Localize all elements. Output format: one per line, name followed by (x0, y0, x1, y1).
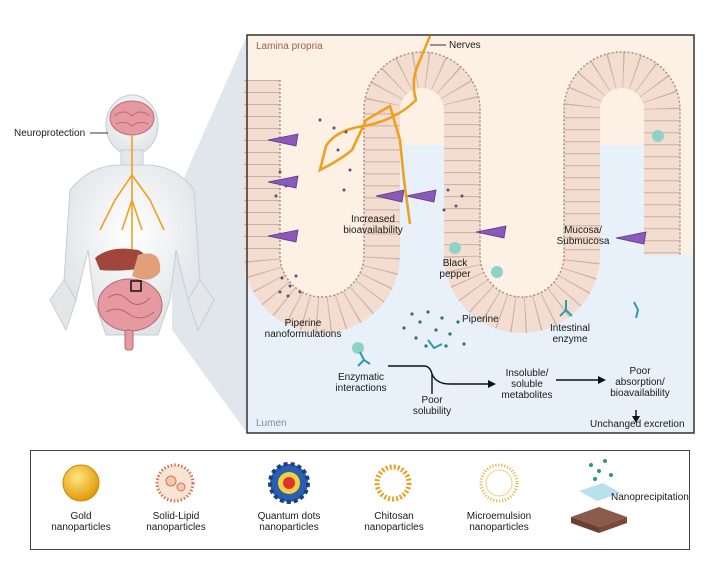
poor-solubility-label: Poor solubility (412, 395, 452, 417)
increased-bioavailability-label: Increased bioavailability (343, 214, 403, 236)
legend-icons (62, 459, 627, 533)
intestinal-enzyme-label: Intestinal enzyme (549, 323, 591, 345)
piperine-label: Piperine (462, 314, 499, 325)
nanoformulation-particles (274, 118, 464, 298)
legend-chitosan-label: Chitosan nanoparticles (364, 511, 424, 533)
arrowheads (488, 376, 640, 423)
gold-nanoparticle-icon (62, 464, 100, 502)
unchanged-excretion-label: Unchanged excretion (590, 419, 685, 430)
piperine-particles (402, 310, 466, 348)
zoom-projection (172, 35, 247, 433)
zoom-marker (130, 280, 142, 292)
poor-absorption-label: Poor absorption/ bioavailability (610, 366, 670, 399)
intestinal-enzyme-icon (357, 300, 640, 367)
solid-lipid-nanoparticle-icon (155, 463, 195, 503)
legend-microemulsion-label: Microemulsion nanoparticles (466, 511, 532, 533)
black-pepper-icon (352, 130, 664, 354)
microemulsion-nanoparticle-icon (479, 463, 519, 503)
legend-nanoprecipitation-label: Nanoprecipitation (611, 492, 689, 503)
nanoparticle-legend: Gold nanoparticles Solid-Lipid nanoparti… (30, 450, 690, 550)
nanoprecipitation-icon (571, 459, 627, 533)
lumen-label: Lumen (256, 418, 287, 429)
enzymatic-interactions-label: Enzymatic interactions (335, 372, 387, 394)
neuroprotection-label: Neuroprotection (14, 128, 86, 139)
liver-icon (95, 248, 146, 271)
chitosan-nanoparticle-icon (374, 464, 412, 502)
legend-gold-label: Gold nanoparticles (51, 511, 111, 533)
process-arrows (388, 365, 637, 418)
lamina-propria-label: Lamina propria (256, 41, 323, 52)
legend-solid-lipid-label: Solid-Lipid nanoparticles (146, 511, 206, 533)
black-pepper-label: Black pepper (439, 258, 471, 280)
zoom-panel (244, 34, 695, 434)
intestine-icon (97, 278, 163, 351)
stomach-icon (132, 253, 161, 280)
quantum-dot-icon (268, 462, 310, 504)
brain-icon (109, 100, 155, 136)
nerves-label: Nerves (449, 40, 481, 51)
metabolites-label: Insoluble/ soluble metabolites (501, 368, 553, 401)
spinal-nerves (99, 135, 165, 250)
legend-quantum-dots-label: Quantum dots nanoparticles (257, 511, 321, 533)
nerve-fiber (318, 35, 432, 225)
mucosa-label: Mucosa/ Submucosa (556, 225, 610, 247)
piperine-nanoformulations-label: Piperine nanoformulations (264, 318, 342, 340)
